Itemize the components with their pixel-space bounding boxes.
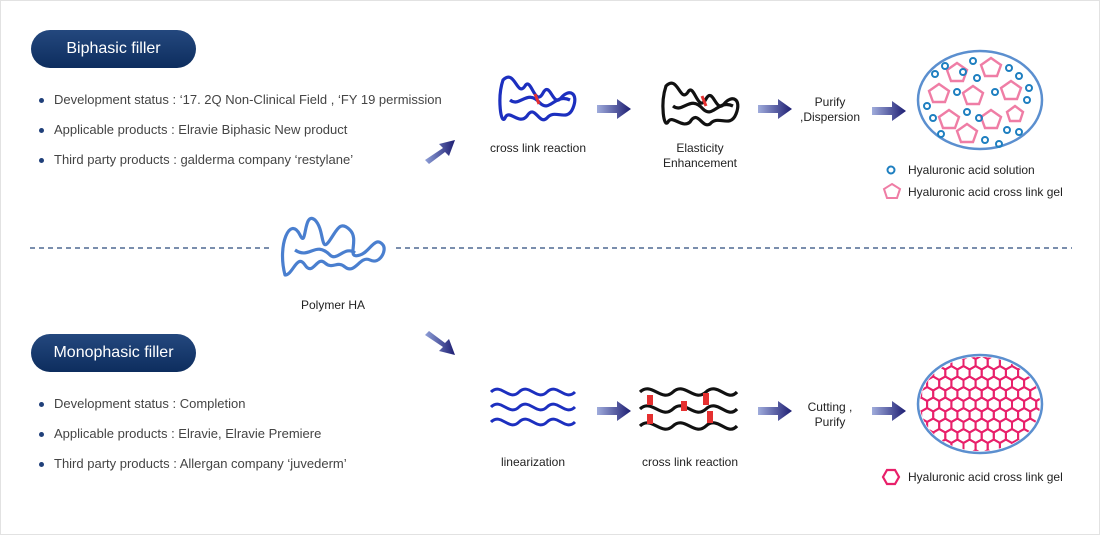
biphasic-crosslink-label: cross link reaction <box>489 141 587 155</box>
biphasic-applicable-products: Applicable products : Elravie Biphasic N… <box>37 123 442 153</box>
monophasic-arrow-1 <box>597 401 631 421</box>
biphasic-entry-arrow <box>425 140 455 164</box>
monophasic-crosslink-strands-icon <box>638 387 739 431</box>
biphasic-elasticity-label: Elasticity Enhancement <box>662 141 738 170</box>
biphasic-elasticity-strand-icon <box>661 81 740 127</box>
biphasic-bullet-list: Development status : ‘17. 2Q Non-Clinica… <box>37 93 442 183</box>
biphasic-arrow-2 <box>758 99 792 119</box>
monophasic-gel-ellipse <box>916 353 1044 455</box>
monophasic-third-party-products: Third party products : Allergan company … <box>37 457 347 487</box>
gel-hexagon-cell <box>926 438 941 451</box>
biphasic-gel-legend-label: Hyaluronic acid cross link gel <box>908 185 1063 199</box>
linearization-label: linearization <box>500 455 566 469</box>
monophasic-arrow-3 <box>872 401 906 421</box>
biphasic-arrow-3 <box>872 101 906 121</box>
biphasic-third-party-products: Third party products : galderma company … <box>37 153 442 183</box>
biphasic-development-status: Development status : ‘17. 2Q Non-Clinica… <box>37 93 442 123</box>
biphasic-arrow-1 <box>597 99 631 119</box>
monophasic-crosslink-label: cross link reaction <box>641 455 739 469</box>
gel-hexagon-cell <box>1023 357 1038 371</box>
gel-pentagon-legend-icon <box>882 182 902 199</box>
monophasic-development-status: Development status : Completion <box>37 397 347 427</box>
gel-hexagon-cell <box>920 357 929 371</box>
solution-legend-icon <box>886 165 896 175</box>
polymer-ha-strand-icon <box>280 216 386 277</box>
monophasic-entry-arrow <box>425 331 455 355</box>
cutting-purify-label: Cutting , Purify <box>807 400 853 429</box>
monophasic-title-badge: Monophasic filler <box>31 334 196 372</box>
gel-hexagon-legend-icon <box>881 468 901 486</box>
biphasic-purify-label: Purify ,Dispersion <box>799 95 861 124</box>
gel-hexagon-cell <box>1023 438 1038 451</box>
monophasic-gel-legend-label: Hyaluronic acid cross link gel <box>908 470 1063 484</box>
monophasic-applicable-products: Applicable products : Elravie, Elravie P… <box>37 427 347 457</box>
monophasic-arrow-2 <box>758 401 792 421</box>
polymer-ha-label: Polymer HA <box>300 298 365 312</box>
biphasic-crosslink-strand-icon <box>498 75 577 122</box>
linearization-strands-icon <box>489 387 577 427</box>
biphasic-gel-ellipse <box>916 49 1044 151</box>
monophasic-bullet-list: Development status : Completion Applicab… <box>37 397 347 487</box>
gel-hexagon-cell <box>920 438 929 451</box>
solution-legend-label: Hyaluronic acid solution <box>908 163 1035 177</box>
biphasic-title-badge: Biphasic filler <box>31 30 196 68</box>
